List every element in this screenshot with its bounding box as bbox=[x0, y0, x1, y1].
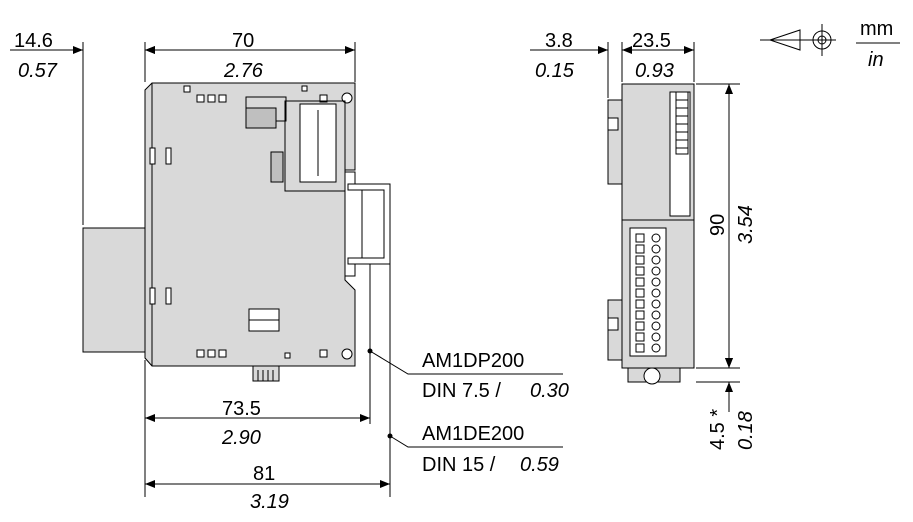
terminal-screw-icon bbox=[651, 321, 661, 331]
terminal-screw-icon bbox=[651, 244, 661, 254]
terminal-screw-icon bbox=[651, 332, 661, 342]
terminal-slot bbox=[635, 288, 645, 298]
side-offset-mm: 14.6 bbox=[14, 30, 53, 52]
side-view bbox=[82, 82, 391, 497]
terminal-slot bbox=[635, 343, 645, 353]
callout-dp-din: DIN 7.5 / bbox=[422, 380, 501, 402]
front-height-in: 3.54 bbox=[735, 205, 757, 244]
terminal-screw-icon bbox=[651, 299, 661, 309]
projection-symbol-icon bbox=[760, 24, 836, 56]
terminal-screw-icon bbox=[651, 288, 661, 298]
side-connector-block bbox=[82, 227, 146, 353]
side-offset-in: 0.57 bbox=[18, 60, 58, 82]
side-width-dp-mm: 73.5 bbox=[222, 398, 261, 420]
terminal-slot bbox=[635, 332, 645, 342]
terminal-screw-icon bbox=[651, 310, 661, 320]
terminal-screw-icon bbox=[651, 255, 661, 265]
front-view-dimensions bbox=[530, 42, 740, 412]
front-offset-mm: 3.8 bbox=[545, 30, 573, 52]
side-width-dp-in: 2.90 bbox=[221, 427, 261, 449]
terminal-slot bbox=[635, 244, 645, 254]
side-width-de-in: 3.19 bbox=[250, 491, 289, 513]
front-width-mm: 23.5 bbox=[632, 30, 671, 52]
front-terminal-block bbox=[629, 227, 667, 357]
terminal-slot bbox=[635, 266, 645, 276]
callout-de-din-in: 0.59 bbox=[520, 454, 559, 476]
terminal-screw-icon bbox=[651, 343, 661, 353]
terminal-slot bbox=[635, 233, 645, 243]
side-width-de-mm: 81 bbox=[253, 463, 275, 485]
side-width-in: 2.76 bbox=[223, 60, 264, 82]
callout-de-name: AM1DE200 bbox=[422, 423, 524, 445]
unit-primary: mm bbox=[860, 18, 893, 40]
front-height-mm: 90 bbox=[707, 214, 729, 236]
callout-dp-name: AM1DP200 bbox=[422, 350, 524, 372]
front-offset-in: 0.15 bbox=[535, 60, 575, 82]
callout-de-din: DIN 15 / bbox=[422, 454, 496, 476]
terminal-screw-icon bbox=[651, 266, 661, 276]
front-view bbox=[607, 83, 695, 385]
front-bottom-in: 0.18 bbox=[735, 411, 757, 450]
terminal-screw-icon bbox=[651, 233, 661, 243]
side-view-dimensions bbox=[10, 42, 563, 497]
din-rail-de bbox=[347, 183, 391, 265]
front-bottom-mm: 4.5 * bbox=[707, 409, 729, 450]
callout-dp-din-in: 0.30 bbox=[530, 380, 569, 402]
terminal-screw-icon bbox=[651, 277, 661, 287]
unit-secondary: in bbox=[868, 49, 884, 71]
side-width-mm: 70 bbox=[232, 30, 254, 52]
terminal-slot bbox=[635, 310, 645, 320]
terminal-slot bbox=[635, 255, 645, 265]
terminal-slot bbox=[635, 277, 645, 287]
terminal-slot bbox=[635, 321, 645, 331]
terminal-slot bbox=[635, 299, 645, 309]
front-width-in: 0.93 bbox=[635, 60, 674, 82]
